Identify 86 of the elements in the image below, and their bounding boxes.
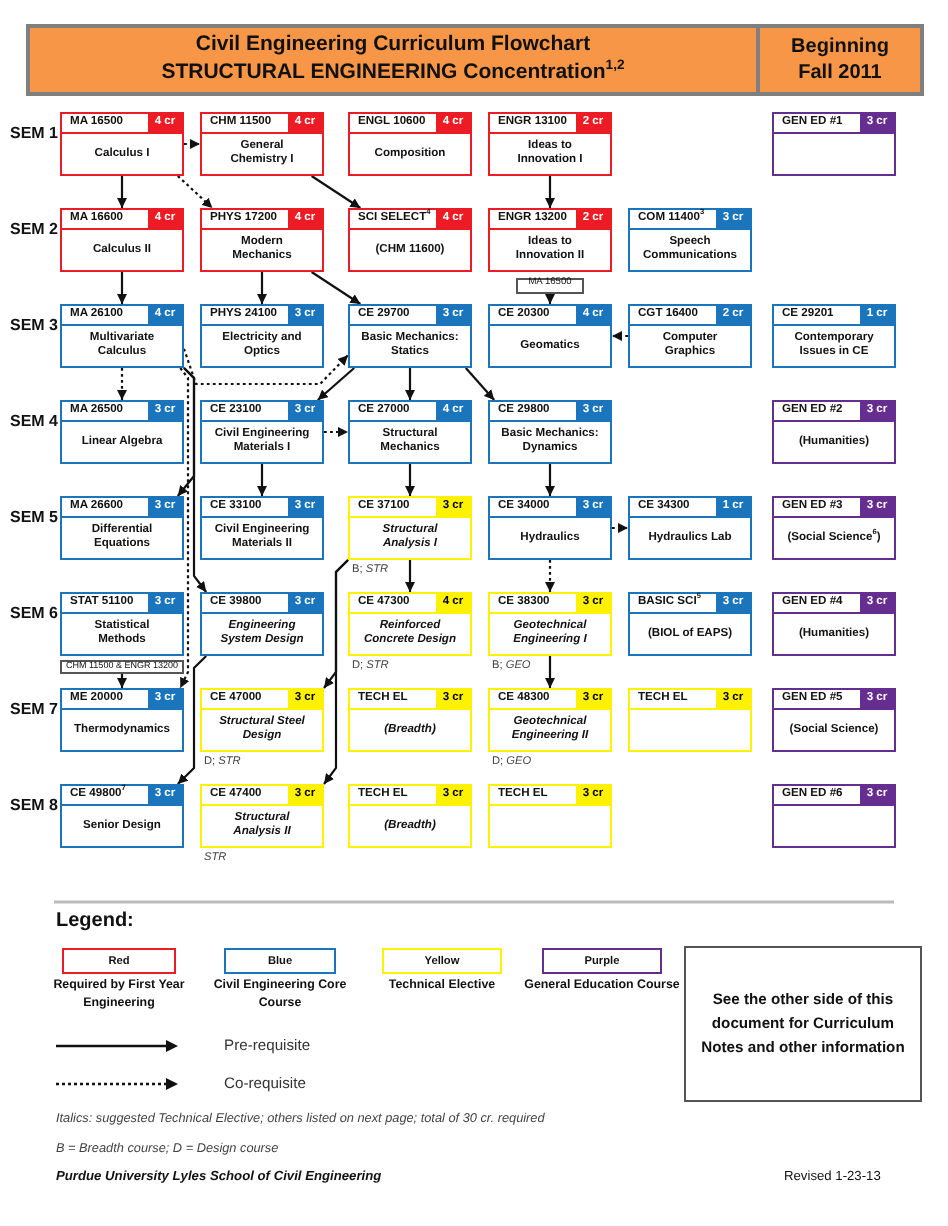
semester-label: SEM 4 bbox=[10, 412, 58, 432]
arrow bbox=[311, 175, 361, 209]
note-text: Legend: bbox=[56, 910, 134, 934]
dotted-arrow bbox=[545, 560, 555, 592]
semester-label: SEM 8 bbox=[10, 796, 58, 816]
course-box bbox=[348, 592, 472, 656]
arrow bbox=[117, 674, 127, 688]
course-box bbox=[60, 112, 184, 176]
course-box bbox=[200, 592, 324, 656]
course-box bbox=[628, 208, 752, 272]
course-box bbox=[772, 496, 896, 560]
note-box bbox=[516, 277, 584, 293]
dotted-arrow bbox=[324, 427, 348, 437]
course-box bbox=[488, 208, 612, 272]
arrow bbox=[117, 272, 127, 304]
course-box bbox=[200, 208, 324, 272]
course-box bbox=[348, 112, 472, 176]
course-box bbox=[772, 112, 896, 176]
course-box bbox=[772, 304, 896, 368]
course-box bbox=[348, 496, 472, 560]
course-box bbox=[628, 304, 752, 368]
course-box bbox=[60, 496, 184, 560]
dotted-arrow bbox=[612, 331, 628, 341]
course-box bbox=[348, 784, 472, 848]
course-box bbox=[200, 496, 324, 560]
arrow bbox=[323, 559, 349, 785]
semester-label: SEM 7 bbox=[10, 700, 58, 720]
arrow bbox=[317, 367, 355, 401]
dotted-arrow bbox=[182, 348, 349, 386]
dotted-arrow bbox=[177, 175, 214, 209]
course-box bbox=[60, 784, 184, 848]
course-box bbox=[200, 304, 324, 368]
course-box bbox=[200, 784, 324, 848]
arrow bbox=[405, 368, 415, 400]
course-box bbox=[628, 688, 752, 752]
course-box bbox=[488, 496, 612, 560]
semester-label: SEM 6 bbox=[10, 604, 58, 624]
arrow bbox=[177, 655, 207, 785]
course-box bbox=[200, 112, 324, 176]
semester-label: SEM 5 bbox=[10, 508, 58, 528]
arrow bbox=[545, 293, 555, 304]
arrow bbox=[117, 176, 127, 208]
course-box bbox=[348, 304, 472, 368]
course-box bbox=[488, 400, 612, 464]
dotted-arrow bbox=[117, 368, 127, 400]
course-box bbox=[488, 304, 612, 368]
course-box bbox=[628, 496, 752, 560]
chart-title: Civil Engineering Curriculum Flowchart STRUCTURAL ENGINEERING Concentration$^{1,2}$ bbox=[159, 32, 627, 88]
course-box bbox=[60, 400, 184, 464]
course-box bbox=[200, 688, 324, 752]
dotted-arrow bbox=[184, 139, 200, 149]
header-note: Beginning Fall 2011 bbox=[789, 34, 891, 86]
course-box bbox=[60, 688, 184, 752]
course-box bbox=[348, 688, 472, 752]
course-box bbox=[772, 592, 896, 656]
course-box bbox=[60, 208, 184, 272]
dotted-arrow bbox=[612, 523, 628, 533]
course-box bbox=[772, 688, 896, 752]
course-box bbox=[488, 592, 612, 656]
arrow bbox=[257, 464, 267, 496]
course-box bbox=[60, 592, 184, 656]
arrow bbox=[405, 464, 415, 496]
course-box bbox=[200, 400, 324, 464]
note-box bbox=[684, 946, 922, 1102]
course-box bbox=[60, 304, 184, 368]
arrow bbox=[464, 367, 496, 401]
course-box bbox=[488, 688, 612, 752]
course-box bbox=[772, 400, 896, 464]
course-box bbox=[348, 400, 472, 464]
arrow bbox=[311, 271, 361, 305]
course-box bbox=[488, 112, 612, 176]
arrow bbox=[545, 464, 555, 496]
dotted-arrow bbox=[179, 367, 190, 689]
arrow bbox=[405, 560, 415, 592]
semester-label: SEM 2 bbox=[10, 220, 58, 240]
arrow bbox=[545, 656, 555, 688]
semester-label: SEM 3 bbox=[10, 316, 58, 336]
semester-label: SEM 1 bbox=[10, 124, 58, 144]
course-box bbox=[772, 784, 896, 848]
course-box bbox=[348, 208, 472, 272]
arrow bbox=[183, 367, 208, 593]
arrow bbox=[257, 272, 267, 304]
note-box bbox=[60, 659, 184, 674]
arrow bbox=[545, 176, 555, 208]
course-box bbox=[628, 592, 752, 656]
course-box bbox=[488, 784, 612, 848]
